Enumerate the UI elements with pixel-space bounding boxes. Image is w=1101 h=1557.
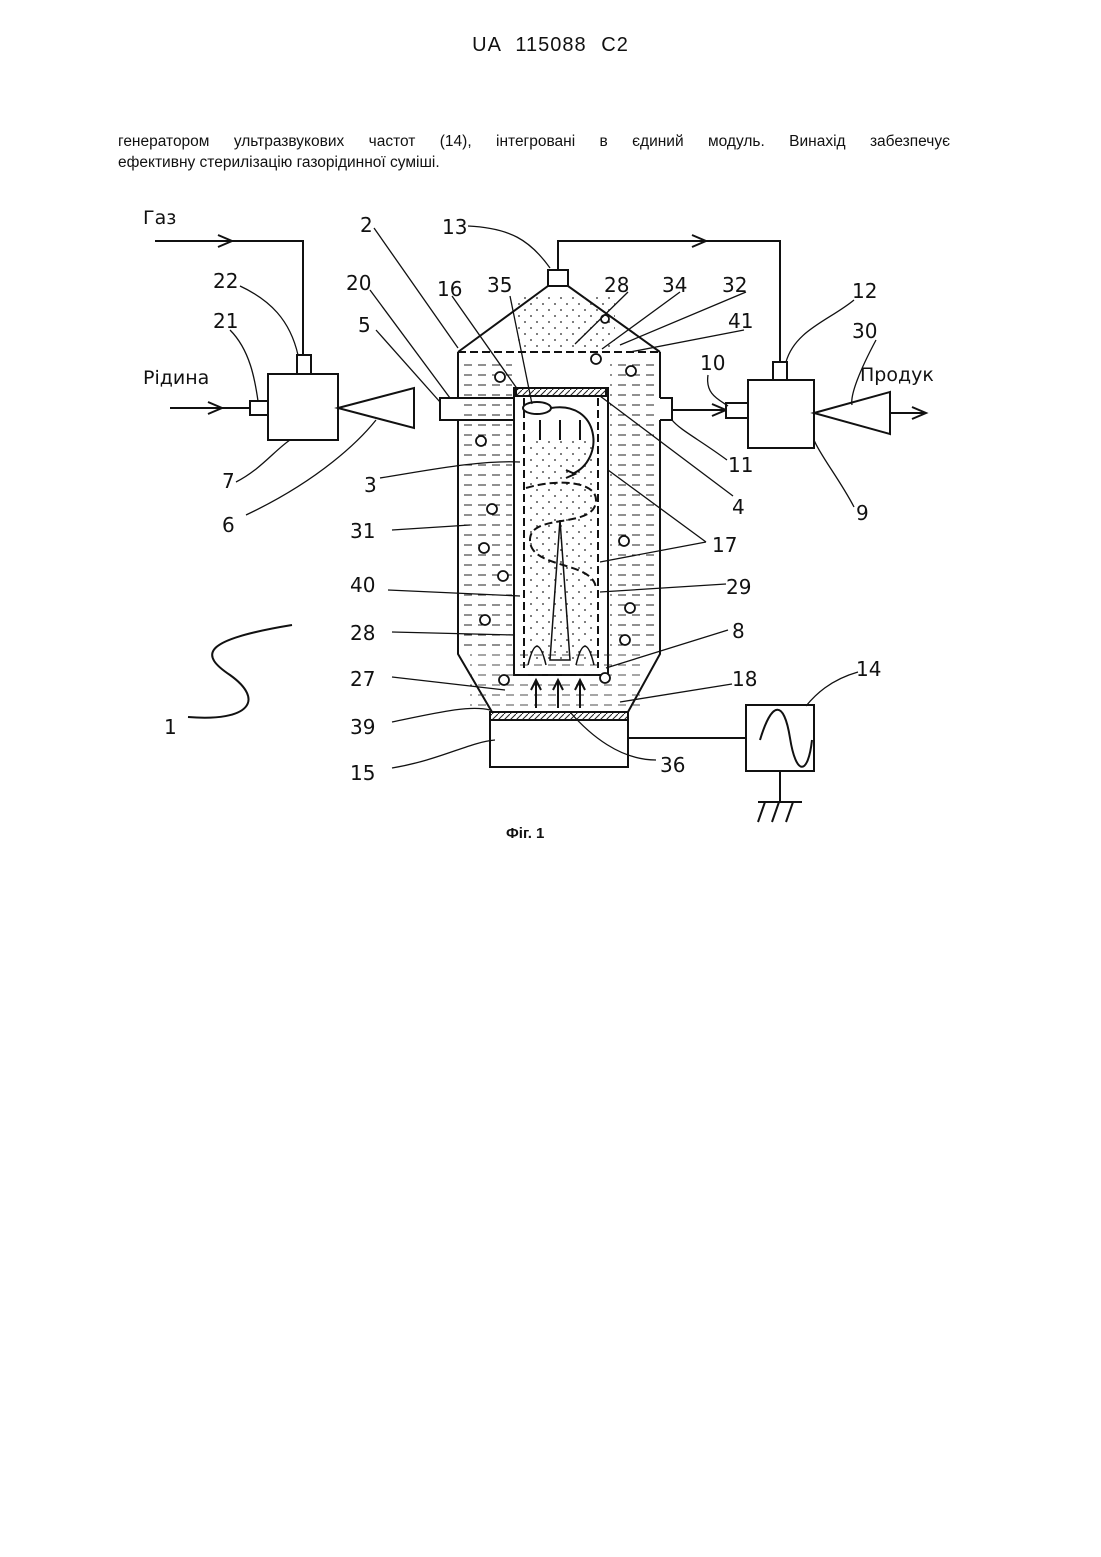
header-country: UA (472, 34, 501, 56)
ref-5: 5 (358, 313, 371, 337)
patent-header: UA 115088 C2 (0, 34, 1101, 57)
transducer-15 (490, 720, 628, 767)
ref-20: 20 (346, 271, 371, 295)
paragraph-line-1: генератором ультразвукових частот (14), … (118, 131, 950, 152)
ref-30: 30 (852, 319, 877, 343)
membrane-39 (490, 712, 628, 720)
ref-8: 8 (732, 619, 745, 643)
label-product: Продук (860, 364, 934, 386)
mixer-7 (268, 374, 338, 440)
figure-caption: Фіг. 1 (506, 825, 544, 842)
ref-3: 3 (364, 473, 377, 497)
liquid-inlet-21 (250, 401, 268, 415)
header-number: 115088 (515, 34, 586, 56)
ref-35: 35 (487, 273, 512, 297)
ref-39: 39 (350, 715, 375, 739)
ref-1: 1 (164, 715, 177, 739)
ref-28-bottom: 28 (350, 621, 375, 645)
ref-36: 36 (660, 753, 685, 777)
gas-inlet-22 (297, 355, 311, 374)
ref-31: 31 (350, 519, 375, 543)
ref-15: 15 (350, 761, 375, 785)
header-kind: C2 (601, 34, 629, 56)
nozzle-6 (338, 388, 414, 428)
ref-40: 40 (350, 573, 375, 597)
ref-12: 12 (852, 279, 877, 303)
ref-17: 17 (712, 533, 737, 557)
ref-9: 9 (856, 501, 869, 525)
ref-22: 22 (213, 269, 238, 293)
gas-line (155, 241, 303, 355)
ref-4: 4 (732, 495, 745, 519)
ref-32: 32 (722, 273, 747, 297)
ref-21: 21 (213, 309, 238, 333)
ref-6: 6 (222, 513, 235, 537)
ref-2: 2 (360, 213, 373, 237)
ref-16: 16 (437, 277, 462, 301)
ref-18: 18 (732, 667, 757, 691)
ref-13: 13 (442, 215, 467, 239)
paragraph-line-2: ефективну стерилізацію газорідинної сумі… (118, 152, 950, 173)
ref-14: 14 (856, 657, 881, 681)
gas-outlet-13 (548, 270, 568, 286)
apparatus-diagram: Газ Рідина Продук 2 13 22 20 16 35 28 34… (0, 195, 1101, 865)
gas-port-12 (773, 362, 787, 380)
ref-27: 27 (350, 667, 375, 691)
ref-11: 11 (728, 453, 753, 477)
label-gas: Газ (143, 207, 176, 229)
figure-1: Газ Рідина Продук 2 13 22 20 16 35 28 34… (0, 195, 1101, 865)
ref-34: 34 (662, 273, 687, 297)
generator-14 (746, 705, 814, 771)
description-paragraph: генератором ультразвукових частот (14), … (118, 131, 950, 173)
ref-29: 29 (726, 575, 751, 599)
ref-7: 7 (222, 469, 235, 493)
outlet-10 (726, 403, 748, 418)
separator-9 (748, 380, 814, 448)
ref-10: 10 (700, 351, 725, 375)
ref-28-top: 28 (604, 273, 629, 297)
ref-41: 41 (728, 309, 753, 333)
label-liquid: Рідина (143, 367, 209, 389)
